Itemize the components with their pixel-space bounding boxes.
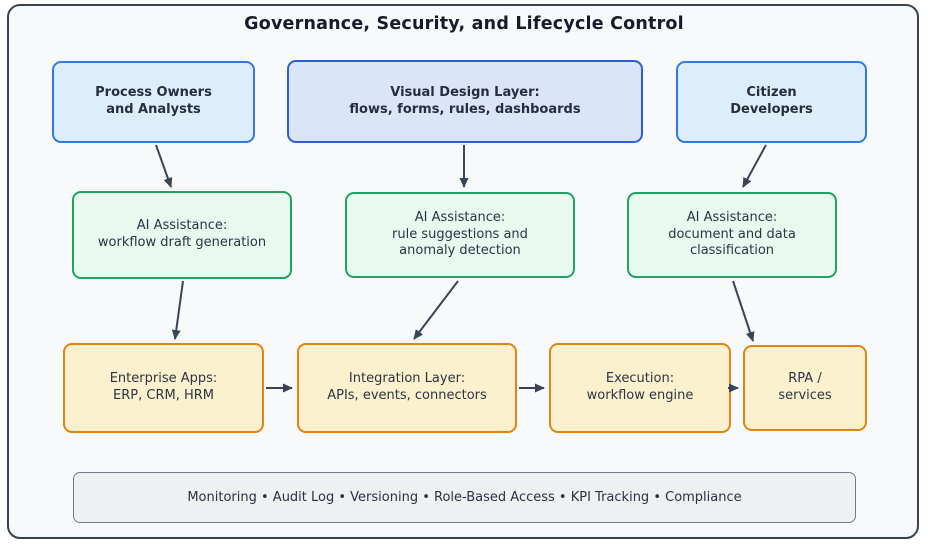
node-ai-workflow-draft: AI Assistance: workflow draft generation <box>72 191 292 279</box>
footer-label: Monitoring • Audit Log • Versioning • Ro… <box>187 490 742 505</box>
node-integration-layer: Integration Layer: APIs, events, connect… <box>297 343 517 433</box>
node-execution-engine: Execution: workflow engine <box>549 343 731 433</box>
node-citizen-developers: Citizen Developers <box>676 61 867 143</box>
node-process-owners: Process Owners and Analysts <box>52 61 255 143</box>
node-visual-design-layer: Visual Design Layer: flows, forms, rules… <box>287 60 643 143</box>
node-enterprise-apps: Enterprise Apps: ERP, CRM, HRM <box>63 343 264 433</box>
diagram-title: Governance, Security, and Lifecycle Cont… <box>244 14 684 34</box>
node-ai-document-classification: AI Assistance: document and data classif… <box>627 192 837 278</box>
governance-footer-bar: Monitoring • Audit Log • Versioning • Ro… <box>73 472 856 523</box>
node-ai-rule-suggestions: AI Assistance: rule suggestions and anom… <box>345 192 575 278</box>
node-rpa-services: RPA / services <box>743 345 867 431</box>
